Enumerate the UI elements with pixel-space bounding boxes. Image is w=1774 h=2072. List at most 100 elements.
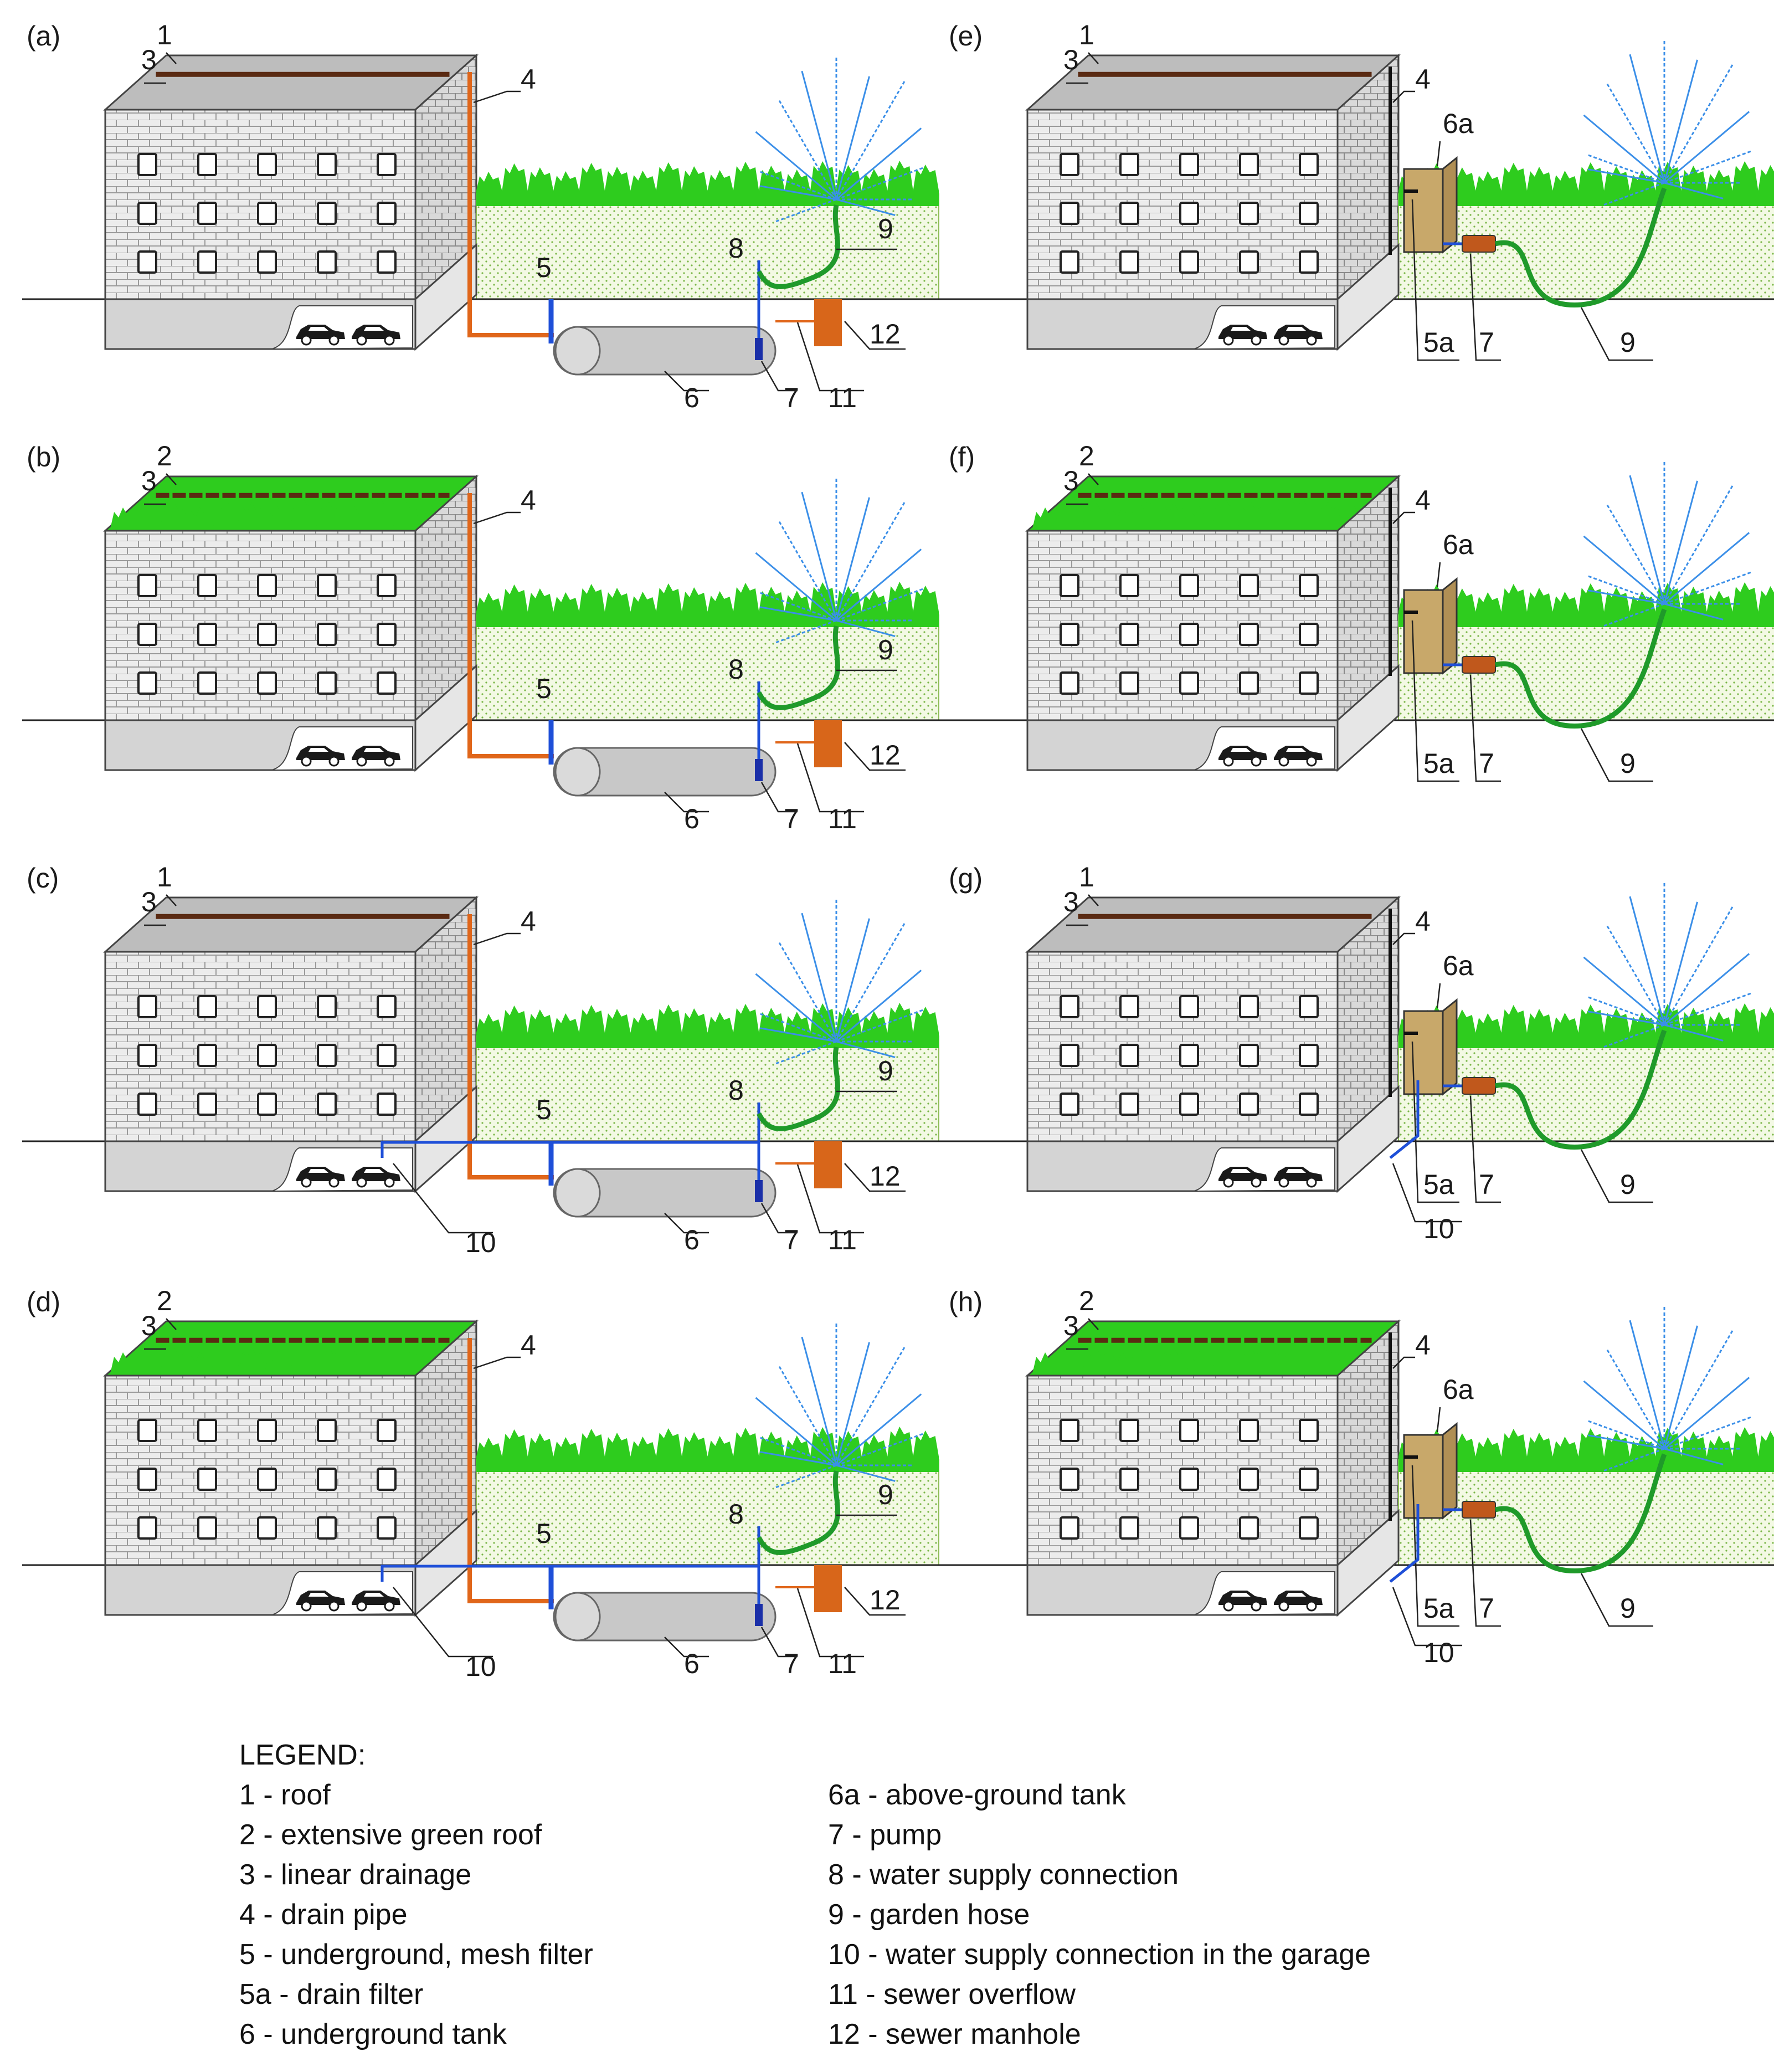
- callout-10: 10: [1423, 1637, 1454, 1668]
- car: [296, 746, 345, 767]
- window: [1060, 1468, 1079, 1491]
- garage-side: [1336, 243, 1400, 351]
- callout-9: 9: [878, 1055, 893, 1086]
- window: [377, 1419, 397, 1442]
- legend-item: 10 - water supply connection in the gara…: [828, 1938, 1371, 1971]
- callout-5a: 5a: [1423, 1593, 1454, 1624]
- window: [137, 202, 157, 225]
- window: [1060, 671, 1079, 695]
- car: [1218, 746, 1267, 767]
- sewer-manhole: [814, 1141, 842, 1188]
- sewer-manhole: [814, 720, 842, 767]
- callout-1: 1: [1079, 19, 1094, 50]
- window: [257, 995, 277, 1018]
- window: [1119, 153, 1139, 176]
- window: [317, 574, 337, 597]
- window: [1119, 671, 1139, 695]
- callout-5a: 5a: [1423, 1169, 1454, 1200]
- panel-label: (d): [27, 1286, 60, 1317]
- callout-9: 9: [878, 213, 893, 244]
- car: [296, 1591, 345, 1612]
- window: [1060, 250, 1079, 274]
- window: [1179, 1093, 1199, 1116]
- window: [137, 1093, 157, 1116]
- legend-item: 9 - garden hose: [828, 1899, 1030, 1931]
- garage-water-connection: [1389, 1504, 1420, 1583]
- garage-water-connection: [1389, 1080, 1420, 1159]
- underground-tank: [553, 1168, 777, 1218]
- callout-8: 8: [728, 1499, 744, 1530]
- callout-3: 3: [1063, 465, 1079, 496]
- garden-shrubs: [1398, 1427, 1774, 1472]
- callout-12: 12: [870, 319, 901, 350]
- callout-5a: 5a: [1423, 748, 1454, 779]
- window: [317, 671, 337, 695]
- window: [1060, 1044, 1079, 1067]
- callout-4: 4: [521, 1330, 536, 1361]
- garage-side: [414, 664, 477, 772]
- window: [137, 574, 157, 597]
- window: [257, 202, 277, 225]
- window: [1179, 671, 1199, 695]
- window: [1299, 1044, 1319, 1067]
- window: [137, 153, 157, 176]
- window: [1119, 250, 1139, 274]
- window: [1299, 153, 1319, 176]
- above-ground-tank: [1403, 589, 1444, 674]
- sewer-manhole: [814, 1565, 842, 1612]
- window: [197, 1468, 217, 1491]
- window: [1179, 1419, 1199, 1442]
- window: [257, 1093, 277, 1116]
- window: [1299, 250, 1319, 274]
- window: [197, 623, 217, 646]
- window: [1239, 995, 1259, 1018]
- window: [377, 1516, 397, 1540]
- window: [1060, 574, 1079, 597]
- window: [1299, 1093, 1319, 1116]
- callout-2: 2: [157, 440, 172, 471]
- window: [1179, 574, 1199, 597]
- window: [197, 202, 217, 225]
- window: [377, 671, 397, 695]
- window: [317, 623, 337, 646]
- callout-9: 9: [1620, 1169, 1636, 1200]
- legend-item: 1 - roof: [239, 1779, 331, 1811]
- window: [1119, 574, 1139, 597]
- window: [1239, 1468, 1259, 1491]
- callout-3: 3: [1063, 886, 1079, 917]
- window: [1299, 623, 1319, 646]
- garage-water-connection: [380, 1141, 759, 1158]
- underground-tank: [553, 326, 777, 376]
- callout-6: 6: [684, 1648, 700, 1679]
- legend-item: 2 - extensive green roof: [239, 1819, 542, 1851]
- window: [197, 574, 217, 597]
- callout-7: 7: [1479, 1169, 1494, 1200]
- callout-1: 1: [157, 861, 172, 893]
- callout-4: 4: [1415, 1330, 1431, 1361]
- car: [1274, 325, 1323, 346]
- callout-6a: 6a: [1443, 950, 1474, 981]
- car: [296, 1167, 345, 1188]
- sprinkler: [1583, 881, 1754, 1049]
- callout-6a: 6a: [1443, 529, 1474, 560]
- callout-9: 9: [1620, 1593, 1636, 1624]
- callout-5a: 5a: [1423, 327, 1454, 358]
- callout-2: 2: [157, 1285, 172, 1316]
- window: [197, 153, 217, 176]
- callout-8: 8: [728, 233, 744, 264]
- garden-hose: [756, 1047, 840, 1131]
- garden-hose: [756, 1470, 840, 1555]
- pump: [1462, 235, 1496, 253]
- window: [377, 1468, 397, 1491]
- sprinkler: [755, 55, 925, 223]
- window: [257, 1516, 277, 1540]
- above-ground-tank: [1403, 168, 1444, 253]
- window: [317, 250, 337, 274]
- window: [197, 995, 217, 1018]
- car: [352, 325, 400, 346]
